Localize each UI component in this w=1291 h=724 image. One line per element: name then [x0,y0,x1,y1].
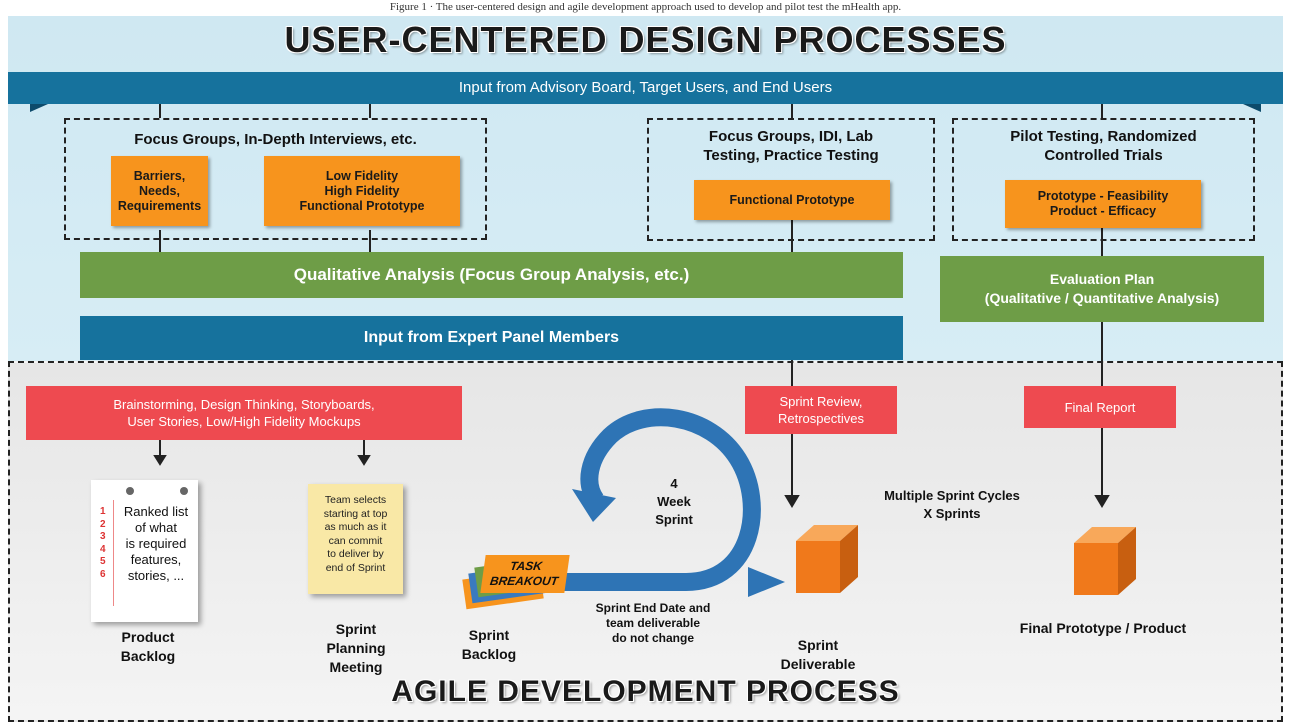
paper-hole-icon [126,487,134,495]
input-banner-text: Input from Advisory Board, Target Users,… [458,79,833,96]
sprint-deliverable-cube-icon [796,525,858,593]
lab-testing-header: Focus Groups, IDI, Lab Testing, Practice… [703,128,879,164]
four-week-sprint-label: 4 Week Sprint [655,476,693,527]
focus-groups-header: Focus Groups, In-Depth Interviews, etc. [134,131,417,148]
final-product-label: Final Prototype / Product [1019,620,1187,636]
paper-margin-line [113,500,114,606]
fidelity-prototype-box: Low Fidelity High Fidelity Functional Pr… [264,156,460,226]
input-banner-ribbon [8,72,1283,112]
brainstorming-box: Brainstorming, Design Thinking, Storyboa… [26,386,462,440]
sprint-review-box: Sprint Review, Retrospectives [745,386,897,434]
feasibility-efficacy-box: Prototype - Feasibility Product - Effica… [1005,180,1201,228]
final-report-box: Final Report [1024,386,1176,428]
backlog-numbers: 1 2 3 4 5 6 [100,506,106,580]
lab-testing-frame [647,118,935,241]
backlog-list-text: Ranked list of what is required features… [123,504,189,583]
qualitative-analysis-bar: Qualitative Analysis (Focus Group Analys… [80,252,903,298]
functional-prototype-box: Functional Prototype [694,180,890,220]
focus-groups-frame [64,118,487,240]
diagram-canvas: USER-CENTERED DESIGN PROCESSES Input fro… [8,16,1283,722]
evaluation-plan-box: Evaluation Plan (Qualitative / Quantitat… [940,256,1264,322]
diagram-title: USER-CENTERED DESIGN PROCESSES [284,19,1007,60]
sprint-deliverable-label: Sprint Deliverable [780,637,856,672]
sprint-backlog-label: Sprint Backlog [461,627,517,662]
sprint-planning-label: Sprint Planning Meeting [326,621,386,675]
end-date-note: Sprint End Date and team deliverable do … [595,601,711,645]
expert-panel-bar: Input from Expert Panel Members [80,316,903,360]
pilot-testing-frame [952,118,1255,241]
agile-title: AGILE DEVELOPMENT PROCESS [391,675,900,708]
connector-lines [153,104,1110,508]
paper-hole-icon [180,487,188,495]
final-product-cube-icon [1074,527,1136,595]
multiple-sprint-cycles-label: Multiple Sprint Cycles X Sprints [884,488,1020,521]
pilot-testing-header: Pilot Testing, Randomized Controlled Tri… [1010,128,1197,164]
product-backlog-label: Product Backlog [120,629,176,664]
backlog-paper [91,480,198,622]
figure-caption: Figure 1 · The user-centered design and … [389,1,902,13]
task-breakout-card: TASK BREAKOUT [480,555,570,593]
barriers-needs-box: Barriers, Needs, Requirements [111,156,208,226]
team-selects-sticky-note: Team selects starting at top as much as … [308,484,403,594]
